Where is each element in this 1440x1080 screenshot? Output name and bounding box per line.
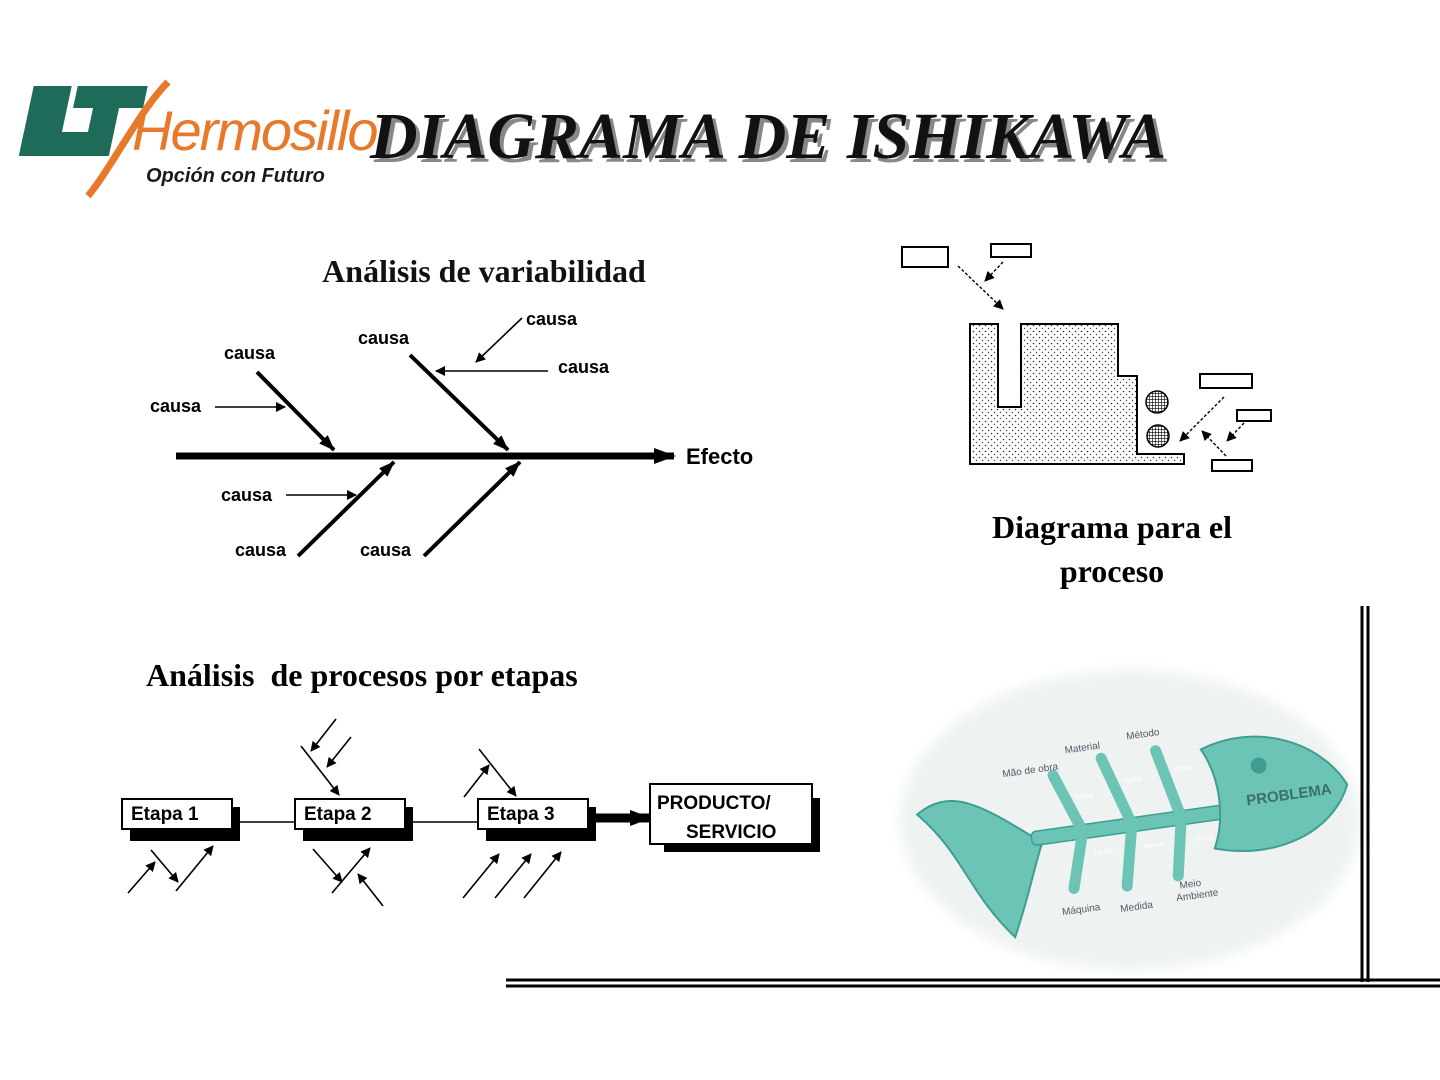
stage-cause-arrow [312, 848, 343, 883]
cause-label: causa [360, 540, 412, 560]
stage-cause-arrow [462, 853, 500, 899]
label-box [1211, 459, 1253, 472]
cause-label: causa [526, 309, 578, 329]
fish-head [1199, 735, 1349, 853]
logo-name: Hermosillo [132, 99, 377, 162]
cause-label: causa [358, 328, 410, 348]
product-label-line1: PRODUCTO/ [657, 793, 771, 814]
decorative-frame [506, 606, 1440, 988]
bone-lower-2 [422, 460, 522, 558]
pointer-arrow [984, 261, 1004, 282]
fish-cause-small: causa [1074, 792, 1094, 802]
label-box [990, 243, 1032, 258]
logo-swoosh [85, 79, 171, 199]
stage-2-label: Etapa 2 [304, 804, 372, 825]
machine-body [969, 323, 1185, 465]
page-title: DIAGRAMA DE ISHIKAWA [369, 100, 1166, 173]
fish-tail [915, 800, 1044, 939]
fish-category: Método [1126, 727, 1161, 743]
variability-diagram: Análisis de variabilidad Efecto causa ca… [150, 253, 753, 560]
pointer-arrow [1226, 422, 1245, 442]
logo: Hermosillo Opción con Futuro [18, 79, 379, 199]
fish-cause-small: causa [1122, 775, 1142, 785]
stage-cause-arrow [331, 847, 371, 894]
fish-category: Medida [1120, 900, 1154, 916]
stage-cause-arrow [175, 845, 214, 892]
stages-heading: Análisis de procesos por etapas [146, 657, 578, 693]
process-diagram: Diagrama para el proceso [901, 243, 1272, 589]
stage-cause-arrow [357, 873, 384, 907]
product-label-line2: SERVICIO [686, 822, 776, 843]
stage-cause-arrow [150, 849, 179, 883]
pointer-arrow [1201, 430, 1227, 457]
part-ball [1146, 424, 1170, 448]
bone-upper-1 [255, 370, 336, 452]
stage-cause-arrow [300, 745, 340, 796]
stages-diagram: Análisis de procesos por etapas Etapa 1 … [121, 657, 820, 907]
cause-label: causa [558, 357, 610, 377]
cause-label: causa [150, 396, 202, 416]
bone-upper-2 [408, 353, 510, 452]
process-caption-line1: Diagrama para el [992, 509, 1232, 545]
variability-heading: Análisis de variabilidad [322, 253, 646, 289]
stage-3-box [477, 798, 589, 830]
stage-cause-arrow [523, 851, 562, 899]
stage-cause-arrow [494, 853, 532, 899]
effect-label: Efecto [686, 444, 753, 469]
stage-2-box [294, 798, 406, 830]
stage-1-box [121, 798, 233, 830]
stage-cause-arrow [463, 764, 490, 798]
stage-cause-arrow [127, 861, 156, 894]
bone-lower-1 [296, 460, 396, 558]
fish-cause-small: causa [1143, 841, 1163, 851]
stage-3-label: Etapa 3 [487, 804, 555, 825]
fish-category: Material [1064, 741, 1101, 757]
pointer-arrow [1179, 396, 1225, 442]
label-box [901, 246, 949, 268]
pointer-arrow [957, 265, 1004, 310]
cause-arrow-2 [475, 317, 523, 363]
logo-mark [18, 86, 148, 156]
label-box [1236, 409, 1272, 422]
process-caption-line2: proceso [1060, 553, 1164, 589]
stage-cause-arrow [310, 718, 337, 752]
label-box [1199, 373, 1253, 389]
fish-illustration: PROBLEMA Mão de obra Material Método Máq… [900, 670, 1360, 970]
product-box [649, 783, 813, 845]
cause-label: causa [235, 540, 287, 560]
cause-label: causa [224, 343, 276, 363]
fish-eye [1250, 757, 1267, 774]
cause-label: causa [221, 485, 273, 505]
stage-cause-arrow [478, 748, 517, 797]
part-ball [1145, 390, 1169, 414]
stage-cause-arrow [326, 736, 352, 768]
title-shadow: DIAGRAMA DE ISHIKAWA [373, 104, 1170, 177]
fish-category: Máquina [1061, 902, 1101, 918]
fish-cause-small: causa [1094, 848, 1114, 858]
fish-cause-small: causa [1195, 834, 1215, 844]
fish-category: Meio [1179, 878, 1202, 892]
fish-cause-small: causa [1173, 764, 1193, 774]
stage-1-label: Etapa 1 [131, 804, 199, 825]
logo-tagline: Opción con Futuro [146, 165, 325, 187]
